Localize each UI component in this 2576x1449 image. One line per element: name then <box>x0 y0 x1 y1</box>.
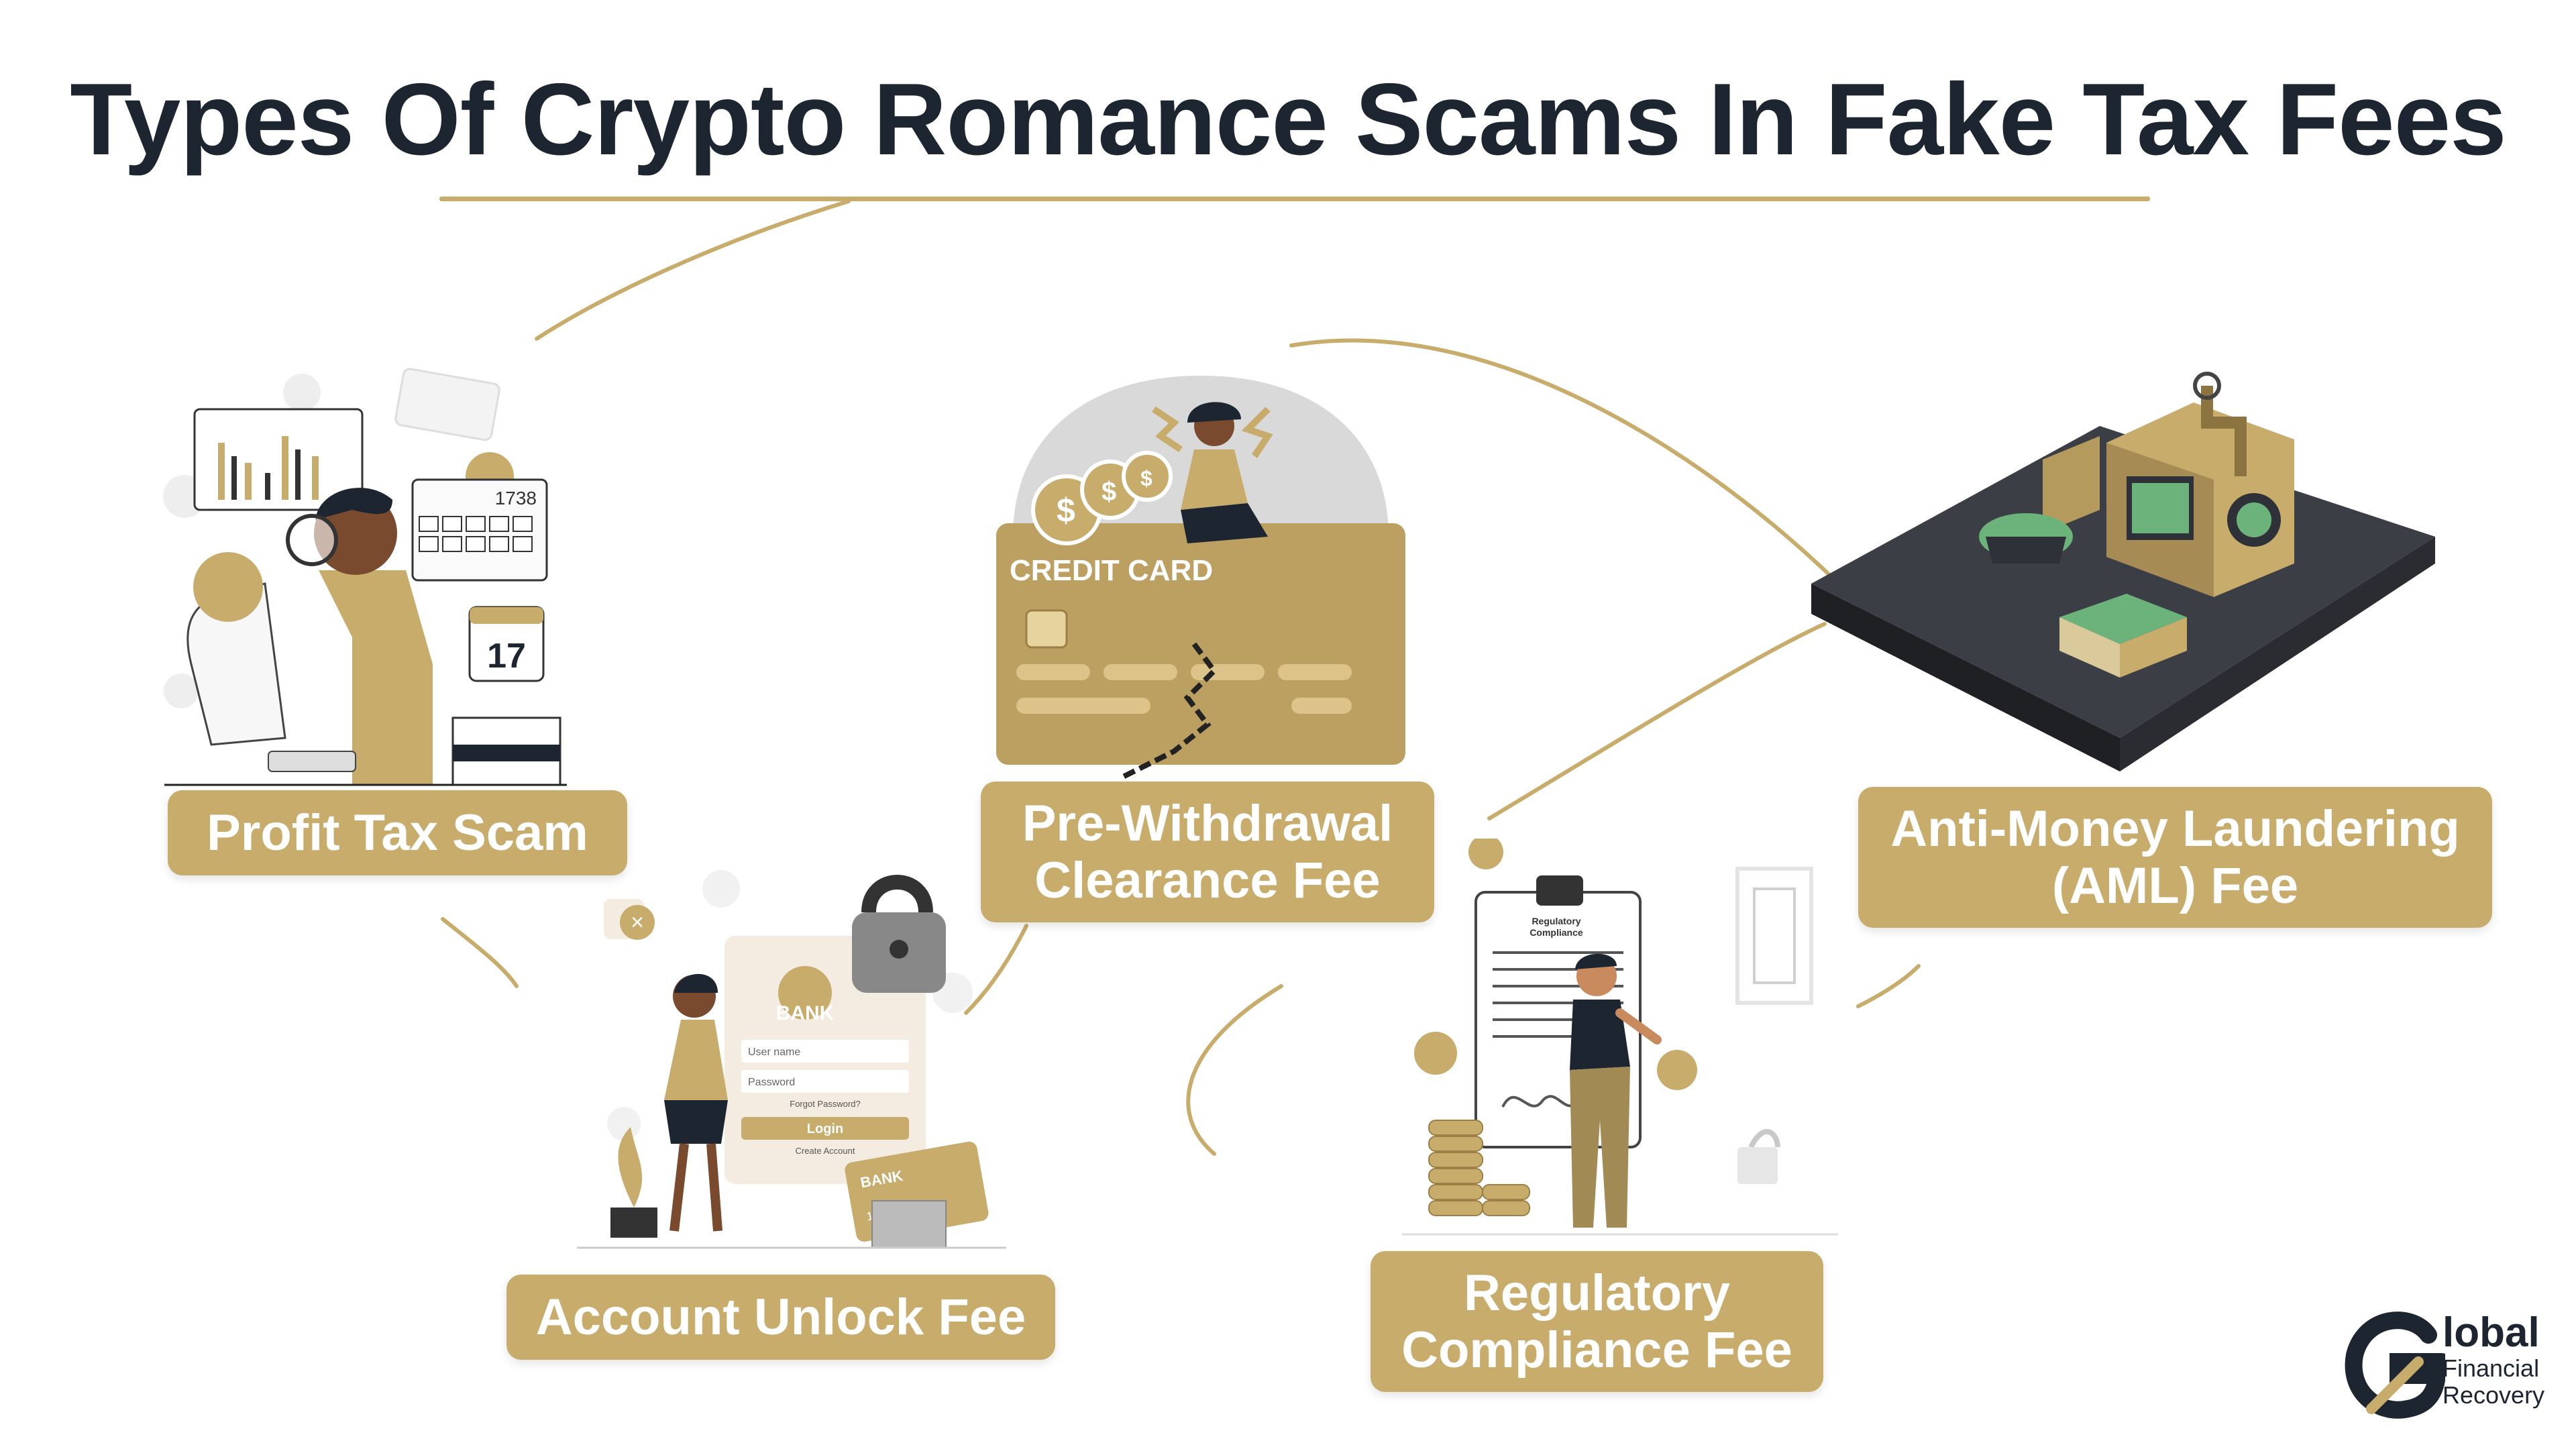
create-text: Create Account <box>796 1146 855 1156</box>
title-underline <box>439 197 2150 201</box>
credit-card-text: CREDIT CARD <box>1010 554 1213 587</box>
padlock-icon <box>852 875 946 993</box>
label-pre-withdrawal-fee: Pre-Withdrawal Clearance Fee <box>981 782 1434 922</box>
person-figure <box>1181 449 1248 510</box>
label-regulatory-compliance-fee: Regulatory Compliance Fee <box>1371 1251 1823 1392</box>
money-stacks <box>1979 513 2187 678</box>
account-unlock-illustration: × BANK User name Password Forgot Passwor… <box>577 870 1006 1249</box>
svg-text:$: $ <box>1102 477 1116 506</box>
curve-5 <box>441 917 519 988</box>
svg-text:×: × <box>631 910 644 935</box>
global-financial-recovery-logo: lobal Financial Recovery <box>2345 1308 2566 1422</box>
logo-line3: Recovery <box>2443 1381 2545 1409</box>
calculator-display: 1738 <box>495 488 537 508</box>
credit-card-icon: CREDIT CARD <box>996 523 1405 765</box>
safe-icon <box>2043 402 2294 597</box>
svg-text:$: $ <box>1140 466 1152 490</box>
g-logo-icon <box>2345 1311 2451 1419</box>
person-body <box>319 570 433 785</box>
curve-2 <box>1289 338 1867 612</box>
coins-stack <box>1428 1120 1530 1216</box>
label-account-unlock-fee: Account Unlock Fee <box>506 1275 1055 1360</box>
page-title: Types Of Crypto Romance Scams In Fake Ta… <box>70 62 2506 176</box>
label-profit-tax-scam: Profit Tax Scam <box>168 790 627 875</box>
login-text: Login <box>807 1122 843 1136</box>
curve-3 <box>1487 622 1827 820</box>
label-aml-fee: Anti-Money Laundering (AML) Fee <box>1858 787 2492 928</box>
password-text: Password <box>748 1077 795 1088</box>
svg-text:$: $ <box>1057 492 1075 529</box>
coins-icon <box>1031 451 1173 545</box>
curve-6 <box>964 924 1028 1015</box>
username-text: User name <box>748 1046 800 1058</box>
aml-illustration <box>1811 372 2435 771</box>
bank-label: BANK <box>776 1002 835 1024</box>
person-figure <box>664 1020 728 1100</box>
person-figure <box>1570 1000 1630 1070</box>
curve-4 <box>1186 984 1283 1156</box>
curve-7 <box>1856 964 1921 1008</box>
pre-withdrawal-illustration: CREDIT CARD $ $ $ <box>996 376 1405 781</box>
calendar-day: 17 <box>487 637 526 676</box>
logo-line2: Financial <box>2443 1354 2540 1382</box>
forgot-text: Forgot Password? <box>790 1099 861 1109</box>
chain <box>1119 642 1218 781</box>
logo-line1: lobal <box>2443 1309 2540 1356</box>
curve-1 <box>535 199 851 341</box>
profit-tax-illustration: 1738 17 <box>163 368 567 786</box>
